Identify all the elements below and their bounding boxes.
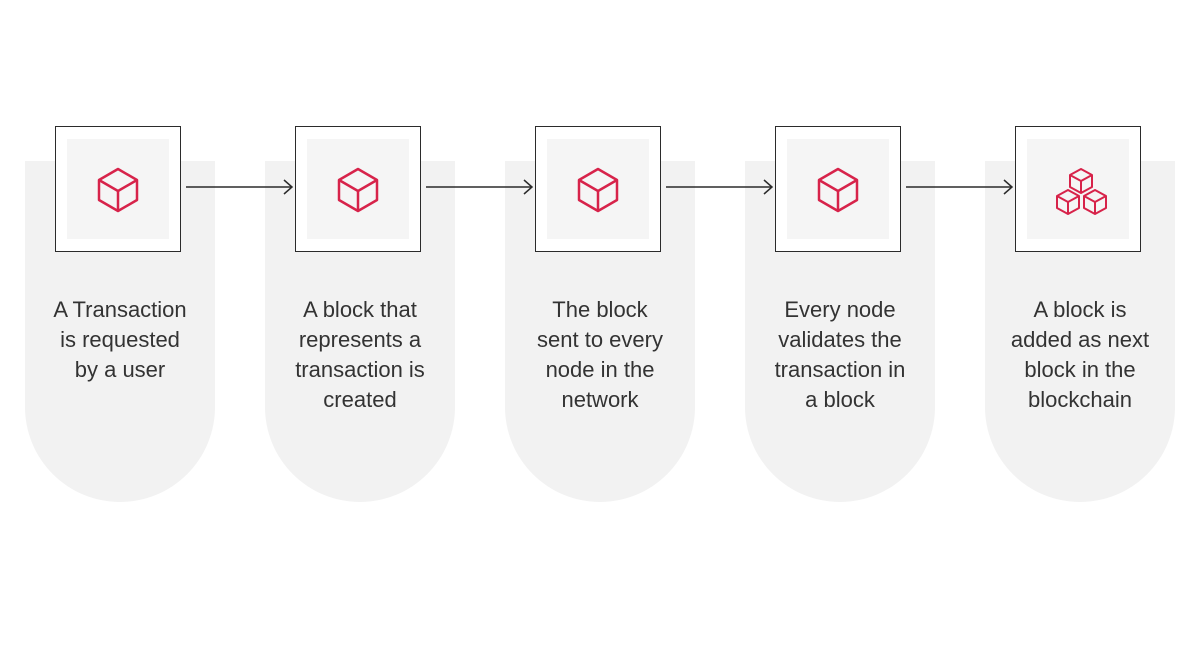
step-4-icon-box [775,126,901,252]
step-1-icon-box [55,126,181,252]
cube-icon [337,167,379,213]
cube-icon [97,167,139,213]
step-5: A block is added as next block in the bl… [985,0,1175,648]
arrow-step-3-to-4 [666,179,774,195]
arrow-step-4-to-5 [906,179,1014,195]
step-1: A Transaction is requested by a user [25,0,215,648]
step-3: The block sent to every node in the netw… [505,0,695,648]
step-2: A block that represents a transaction is… [265,0,455,648]
step-3-icon-box [535,126,661,252]
step-5-label: A block is added as next block in the bl… [1010,297,1150,412]
cube-icon [577,167,619,213]
step-4-label: Every node validates the transaction in … [774,297,906,412]
cube-icon [817,167,859,213]
step-3-label: The block sent to every node in the netw… [537,297,663,412]
arrow-step-1-to-2 [186,179,294,195]
step-2-icon-box [295,126,421,252]
step-2-label: A block that represents a transaction is… [295,297,425,412]
step-1-label: A Transaction is requested by a user [53,297,187,382]
step-4: Every node validates the transaction in … [745,0,935,648]
stacked-cubes-icon [1056,168,1107,215]
arrow-step-2-to-3 [426,179,534,195]
step-5-icon-box [1015,126,1141,252]
